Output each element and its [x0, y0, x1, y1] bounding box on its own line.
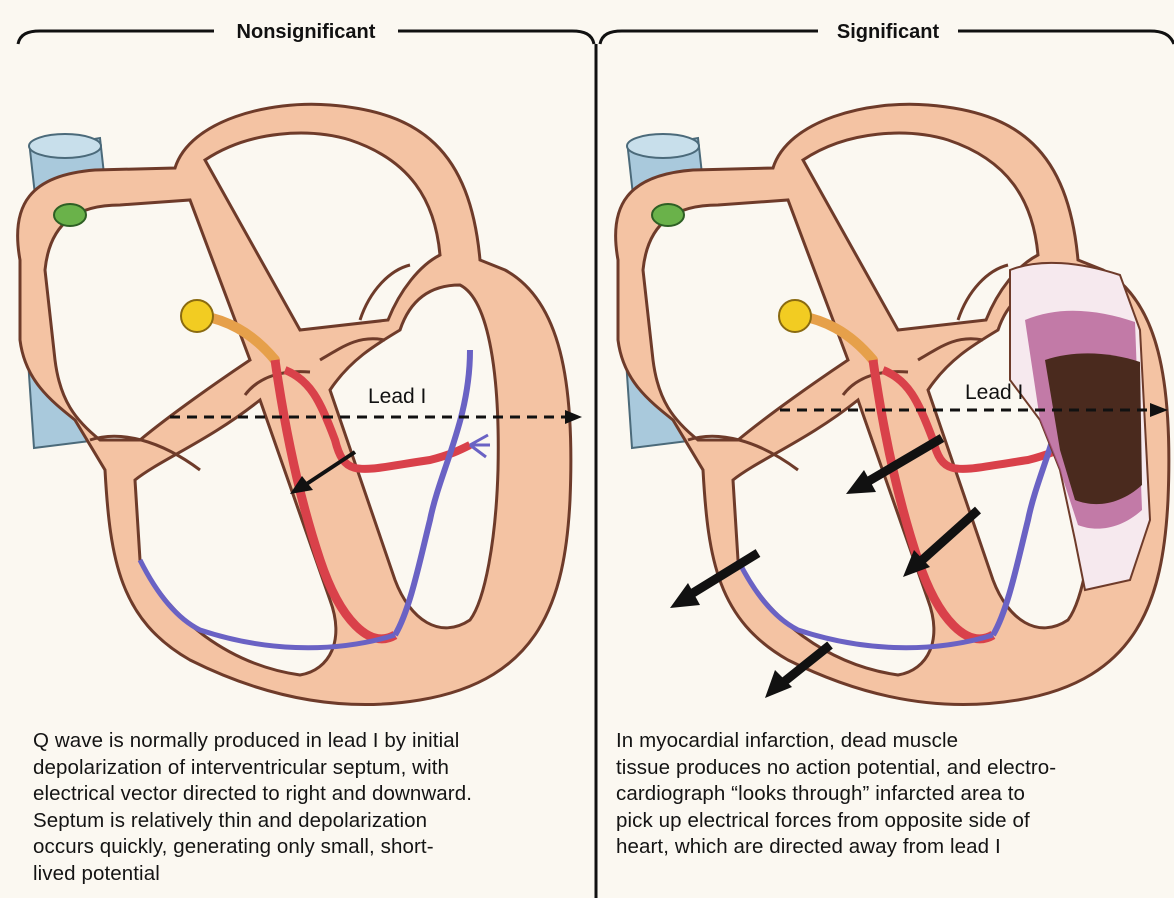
caption-right: In myocardial infarction, dead muscle ti…	[616, 728, 1171, 861]
caption-line: occurs quickly, generating only small, s…	[33, 835, 434, 858]
caption-line: cardiograph “looks through” infarcted ar…	[616, 782, 1026, 805]
caption-line: pick up electrical forces from opposite …	[616, 808, 1030, 832]
lead-i-line-right	[780, 403, 1168, 417]
panel-title-left: Nonsignificant	[237, 21, 376, 43]
lead-i-line-left	[170, 410, 582, 424]
lead-label-right: Lead I	[965, 381, 1023, 404]
caption-line: Septum is relatively thin and depolariza…	[33, 808, 428, 832]
caption-line: tissue produces no action potential, and…	[616, 755, 1057, 779]
caption-line: depolarization of interventricular septu…	[33, 755, 450, 779]
lead-label-left: Lead I	[368, 385, 426, 408]
caption-line: Q wave is normally produced in lead I by…	[33, 729, 460, 752]
vector-arrow-left	[290, 450, 357, 494]
caption-left: Q wave is normally produced in lead I by…	[33, 728, 588, 887]
brace-left	[16, 29, 596, 45]
caption-line: electrical vector directed to right and …	[33, 782, 473, 805]
caption-line: lived potential	[33, 861, 160, 885]
panel-title-right: Significant	[837, 21, 940, 43]
vector-arrows-right	[670, 434, 982, 698]
brace-right	[598, 29, 1174, 45]
caption-line: In myocardial infarction, dead muscle	[616, 729, 959, 752]
caption-line: heart, which are directed away from lead…	[616, 835, 1001, 858]
heart-illustration-left	[18, 104, 571, 704]
infarct-area	[1009, 261, 1152, 592]
